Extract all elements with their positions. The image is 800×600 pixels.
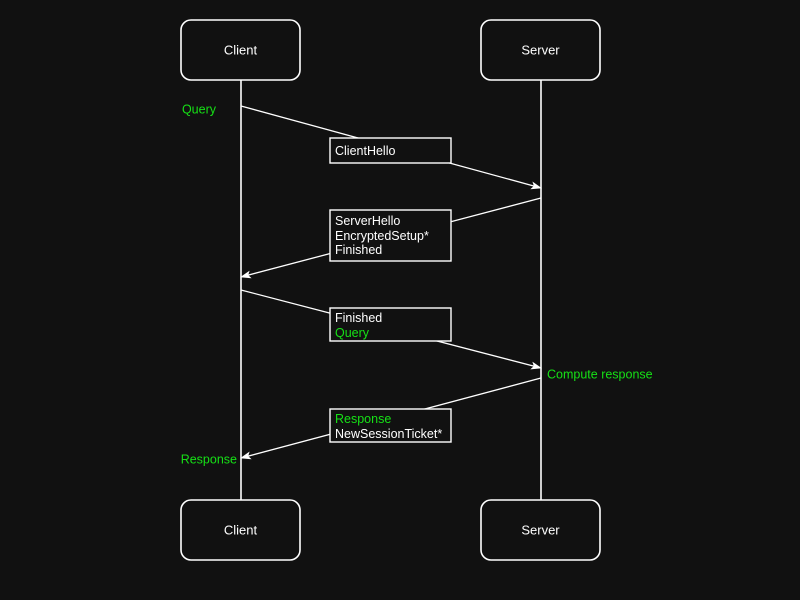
note-query: Query [182,102,217,116]
message-box-response-ticket[interactable] [329,408,452,443]
message-box-finished-query[interactable] [329,307,452,342]
actor-client-top[interactable]: Client [180,19,301,81]
message-server-hello[interactable]: ServerHello EncryptedSetup* Finished [240,197,542,279]
actor-label-server-bottom: Server [521,522,560,537]
note-compute-response: Compute response [547,367,653,381]
message-label-finished-query-line-2: Query [335,326,370,340]
actor-box-client-bottom[interactable] [180,499,301,561]
message-label-server-hello-line-3: Finished [335,243,382,257]
message-label-server-hello-line-1: ServerHello [335,214,400,228]
actor-server-top[interactable]: Server [480,19,601,81]
actor-label-server-top: Server [521,42,560,57]
message-box-client-hello[interactable] [329,137,452,164]
message-box-server-hello[interactable] [329,209,452,262]
actor-server-bottom[interactable]: Server [480,499,601,561]
actor-client-bottom[interactable]: Client [180,499,301,561]
message-label-finished-query-line-1: Finished [335,311,382,325]
message-label-response-ticket-line-1: Response [335,412,391,426]
actor-label-client-top: Client [224,42,258,57]
message-label-client-hello-line-1: ClientHello [335,144,395,158]
actor-label-client-bottom: Client [224,522,258,537]
message-response-ticket[interactable]: Response NewSessionTicket* [240,377,542,460]
message-finished-query[interactable]: Finished Query [240,289,542,370]
actor-box-server-bottom[interactable] [480,499,601,561]
note-response: Response [181,452,237,466]
message-client-hello[interactable]: ClientHello [240,105,542,190]
message-label-server-hello-line-2: EncryptedSetup* [335,229,429,243]
message-label-response-ticket-line-2: NewSessionTicket* [335,427,442,441]
